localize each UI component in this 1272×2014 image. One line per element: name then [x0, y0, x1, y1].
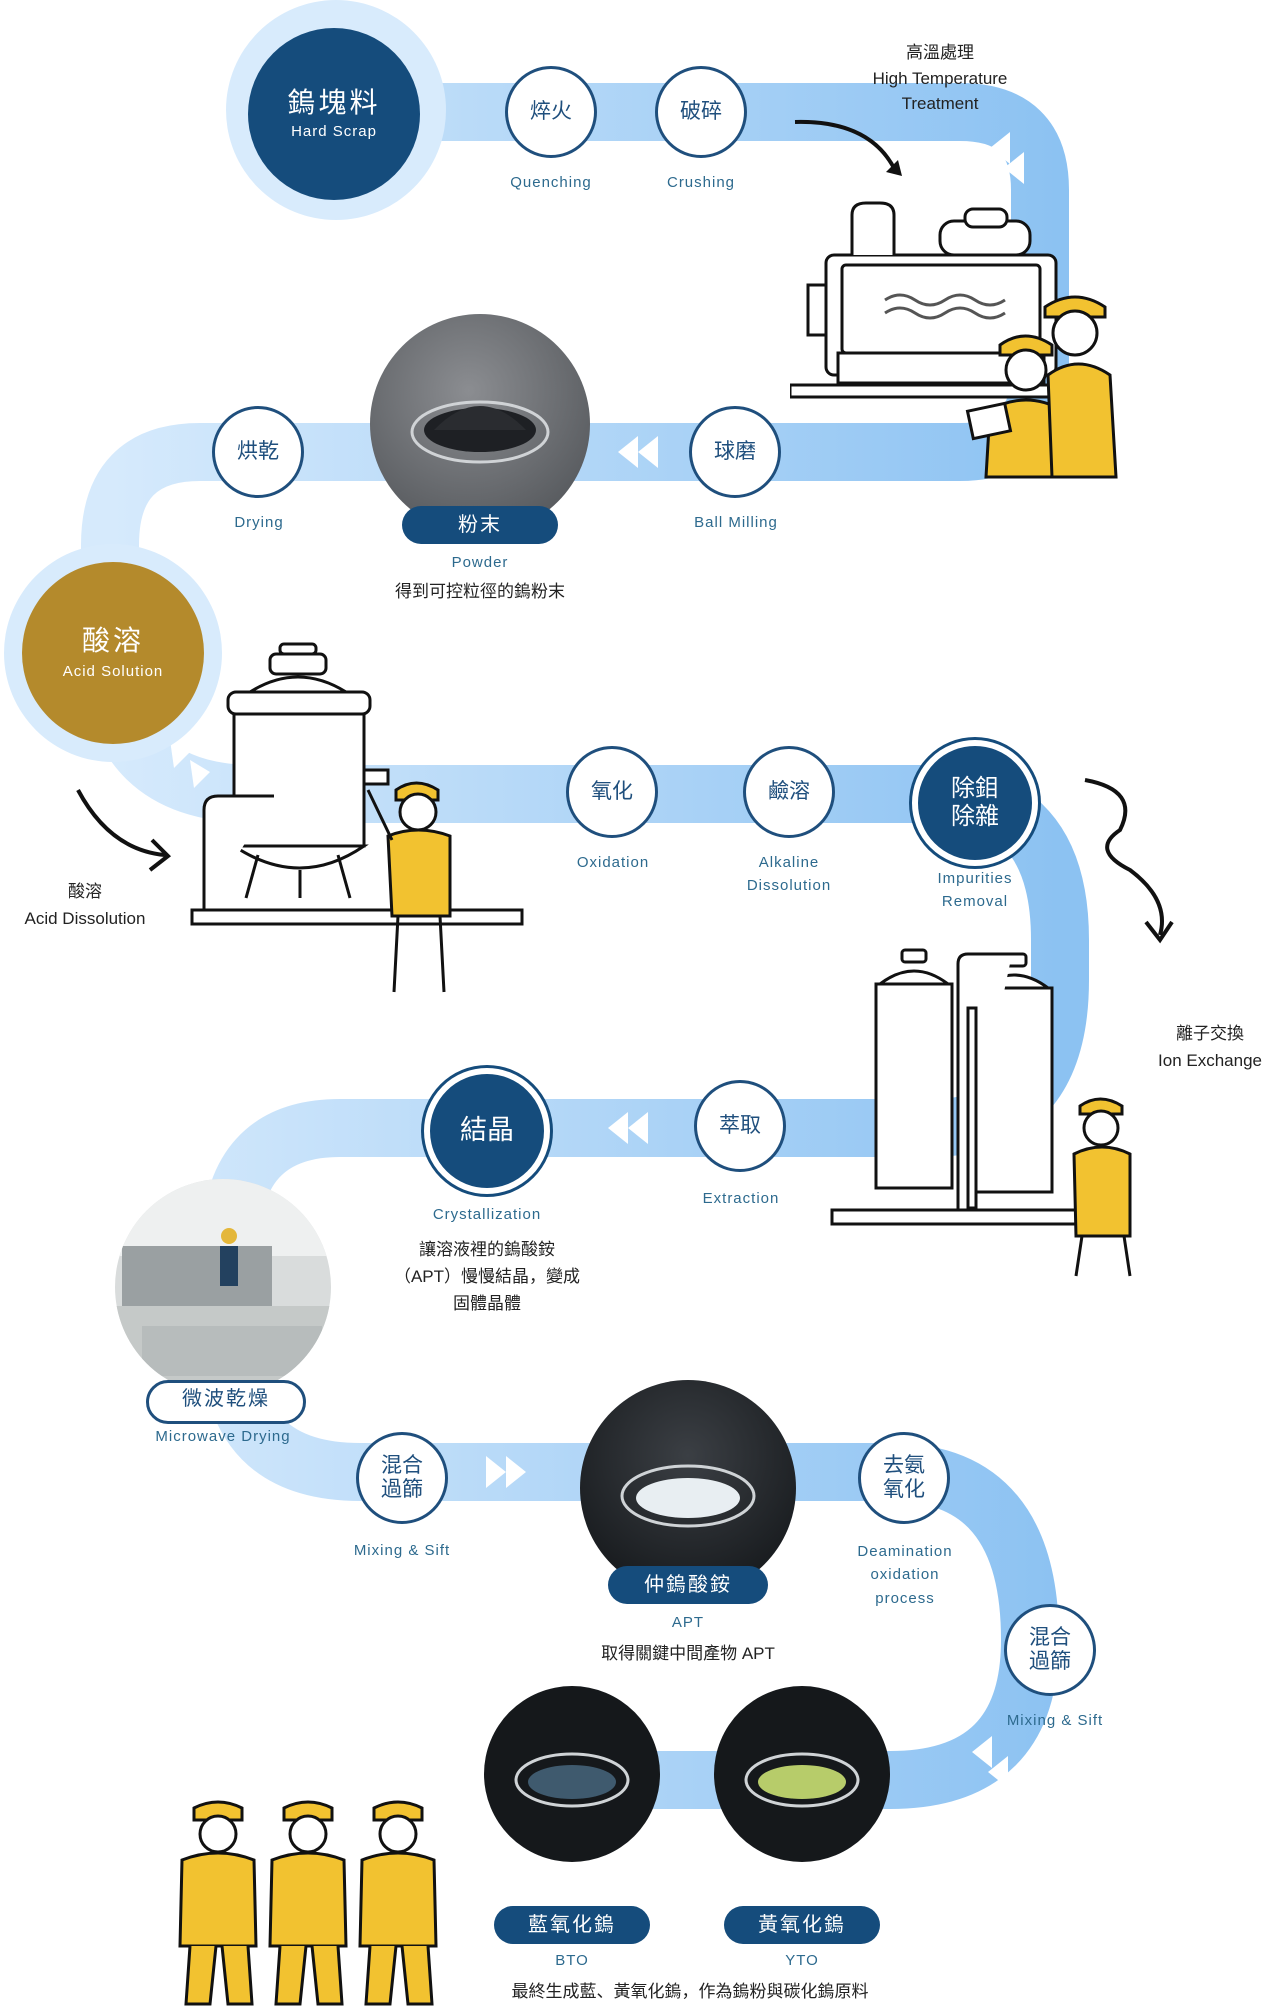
arrow-to-furnace [794, 119, 897, 171]
powder-photo [370, 314, 590, 534]
reactor-illustration [190, 642, 524, 993]
alkaline-caption: Alkaline Dissolution [718, 852, 860, 897]
ion-exchange-zh: 離子交換 [1176, 1024, 1244, 1043]
mix-sift-node-1: 混合 過篩 [356, 1432, 448, 1524]
ball-milling-caption: Ball Milling [694, 514, 778, 531]
drying-caption: Drying [234, 514, 284, 531]
mix1-line-2: 過篩 [381, 1478, 423, 1501]
apt-photo [580, 1380, 796, 1596]
mix-sift-node-2: 混合 過篩 [1004, 1604, 1096, 1696]
microwave-pill: 微波乾燥 [146, 1380, 306, 1424]
yto-photo [714, 1686, 890, 1862]
acid-dissolution-label: 酸溶 Acid Dissolution [0, 878, 170, 932]
impurities-caption-1: Impurities [937, 870, 1013, 887]
extraction-node: 萃取 [694, 1080, 786, 1172]
powder-desc: 得到可控粒徑的鎢粉末 [395, 582, 565, 601]
workers-illustration [178, 1800, 438, 2006]
deamination-line-1: 去氨 [883, 1453, 925, 1477]
high-temp-en1: High Temperature [872, 68, 1008, 88]
crushing-caption: Crushing [666, 174, 736, 191]
drying-node: 烘乾 [212, 406, 304, 498]
impurities-caption-2: Removal [941, 892, 1009, 910]
bto-caption: BTO [555, 1952, 589, 1969]
high-temp-en2: Treatment [901, 94, 979, 113]
mix2-line-1: 混合 [1029, 1625, 1071, 1649]
alkaline-caption-1: Alkaline [758, 854, 820, 871]
crystallization-desc-2: （APT）慢慢結晶，變成 [393, 1267, 581, 1287]
impurities-caption: Impurities Removal [905, 868, 1045, 913]
mix1-line-1: 混合 [381, 1453, 423, 1477]
furnace-illustration [790, 201, 1118, 479]
microwave-caption: Microwave Drying [155, 1428, 291, 1445]
hard-scrap-title: 鎢塊料 [287, 87, 381, 119]
alkaline-caption-2: Dissolution [746, 876, 832, 894]
quenching-node: 焠火 [505, 66, 597, 158]
impurities-line-1: 除鉬 [951, 775, 999, 803]
apt-caption: APT [671, 1614, 705, 1631]
yto-caption: YTO [785, 1952, 819, 1969]
bto-pill: 藍氧化鎢 [494, 1906, 650, 1944]
powder-pill: 粉末 [402, 506, 558, 544]
alkaline-node: 鹼溶 [743, 746, 835, 838]
deamination-node: 去氨 氧化 [858, 1432, 950, 1524]
crushing-node: 破碎 [655, 66, 747, 158]
acid-solution-subtitle: Acid Solution [62, 663, 164, 681]
arrow-acid [76, 789, 166, 857]
impurities-line-2: 除雜 [951, 803, 999, 830]
apt-desc: 取得關鍵中間產物 APT [601, 1644, 775, 1663]
crystallization-node: 結晶 [424, 1068, 550, 1194]
microwave-photo [115, 1179, 331, 1395]
bto-photo [484, 1686, 660, 1862]
deamination-caption: Deamination oxidation process [834, 1540, 976, 1610]
ion-exchange-label: 離子交換 Ion Exchange [1148, 1020, 1272, 1074]
deamination-caption-1: Deamination [857, 1543, 953, 1560]
apt-pill: 仲鎢酸銨 [608, 1566, 768, 1604]
crystallization-caption: Crystallization [432, 1206, 542, 1223]
crystallization-desc-3: 固體晶體 [453, 1294, 521, 1314]
crystallization-desc: 讓溶液裡的鎢酸銨 （APT）慢慢結晶，變成 固體晶體 [347, 1236, 627, 1318]
yto-pill: 黃氧化鎢 [724, 1906, 880, 1944]
ball-milling-node: 球磨 [689, 406, 781, 498]
acid-solution-title: 酸溶 [81, 625, 144, 657]
high-temp-zh: 高溫處理 [906, 43, 974, 62]
acid-solution-node: 酸溶 Acid Solution [22, 562, 204, 744]
crystallization-desc-1: 讓溶液裡的鎢酸銨 [419, 1240, 555, 1259]
acid-dissolution-en: Acid Dissolution [24, 909, 146, 929]
deamination-caption-2: oxidation [870, 1566, 940, 1584]
extraction-caption: Extraction [702, 1190, 780, 1207]
quenching-caption: Quenching [510, 174, 592, 191]
arrow-ion [1084, 778, 1164, 936]
ion-exchange-illustration [830, 948, 1132, 1277]
powder-caption: Powder [451, 554, 509, 571]
deamination-caption-3: process [875, 1589, 935, 1607]
acid-dissolution-zh: 酸溶 [68, 882, 102, 901]
high-temp-label: 高溫處理 High Temperature Treatment [840, 40, 1040, 117]
impurities-node: 除鉬 除雜 [912, 740, 1038, 866]
ion-exchange-en: Ion Exchange [1158, 1051, 1262, 1071]
mix-sift-caption-2: Mixing & Sift [1006, 1712, 1104, 1729]
hard-scrap-node: 鎢塊料 Hard Scrap [248, 28, 420, 200]
oxidation-node: 氧化 [566, 746, 658, 838]
deamination-line-2: 氧化 [883, 1478, 925, 1501]
mix-sift-caption-1: Mixing & Sift [353, 1542, 451, 1559]
mix2-line-2: 過篩 [1029, 1650, 1071, 1673]
final-desc: 最終生成藍、黃氧化鎢，作為鎢粉與碳化鎢原料 [511, 1982, 869, 2001]
hard-scrap-subtitle: Hard Scrap [291, 123, 377, 141]
oxidation-caption: Oxidation [576, 854, 650, 871]
chevron-marks [170, 132, 1024, 1788]
